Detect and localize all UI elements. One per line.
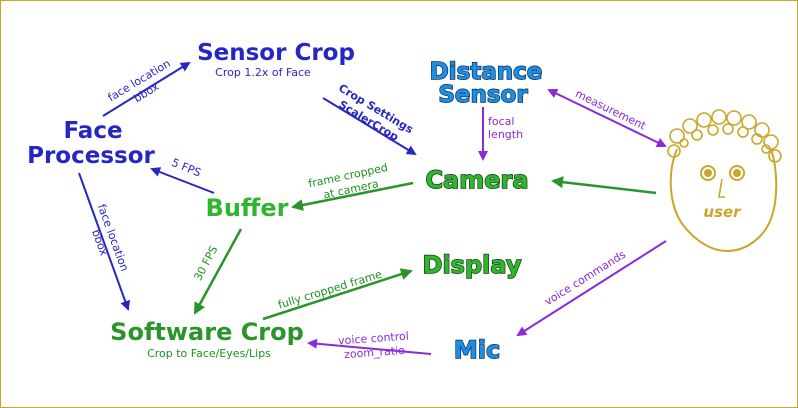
node-face-processor-line1: Face [63,118,122,144]
edge-label-focal: focal [488,115,514,128]
arrow-buffer-to-software-crop [193,228,243,315]
arrow-user-to-camera [551,176,657,195]
node-software-crop-title: Software Crop [110,318,304,346]
node-mic: Mic [454,336,500,364]
arrow-software-crop-to-display [262,268,413,321]
edge-label-fully-cropped-frame: fully cropped frame [277,268,384,312]
arrow-face-to-sensor-crop [102,61,191,117]
node-face-processor-line2: Processor [27,143,155,169]
arrow-user-distance-measurement [547,88,667,148]
arrow-sensor-crop-to-camera [322,97,417,156]
arrow-user-to-mic [516,240,667,337]
node-buffer: Buffer [206,194,289,222]
user-face-drawing [667,109,782,253]
edge-label-voice-commands: voice commands [542,248,628,309]
node-distance-sensor-line2: Sensor [438,82,528,108]
node-user-label: user [703,203,742,221]
node-camera: Camera [425,166,528,194]
node-distance-sensor-line1: Distance [430,59,543,85]
edge-label-5-fps: 5 FPS [170,156,203,179]
edge-label-zoom-ratio: zoom_ratio [344,344,406,361]
edge-label-length: length [488,128,523,141]
user-head-outline [669,148,778,253]
edge-label-measurement: measurement [573,87,648,133]
user-hair-curls [667,109,782,163]
edge-label-voice-control: voice control [338,330,409,348]
arrow-face-to-software-crop [78,172,130,311]
node-software-crop-subtitle: Crop to Face/Eyes/Lips [147,347,271,360]
node-display: Display [423,251,522,279]
arrow-mic-to-software-crop [307,338,432,355]
arrow-buffer-to-face [150,167,215,194]
user-nose [718,178,725,198]
arrow-camera-to-buffer [291,181,414,211]
node-sensor-crop-subtitle: Crop 1.2x of Face [215,66,311,79]
user-eyes [700,165,745,181]
node-sensor-crop-title: Sensor Crop [197,40,355,66]
